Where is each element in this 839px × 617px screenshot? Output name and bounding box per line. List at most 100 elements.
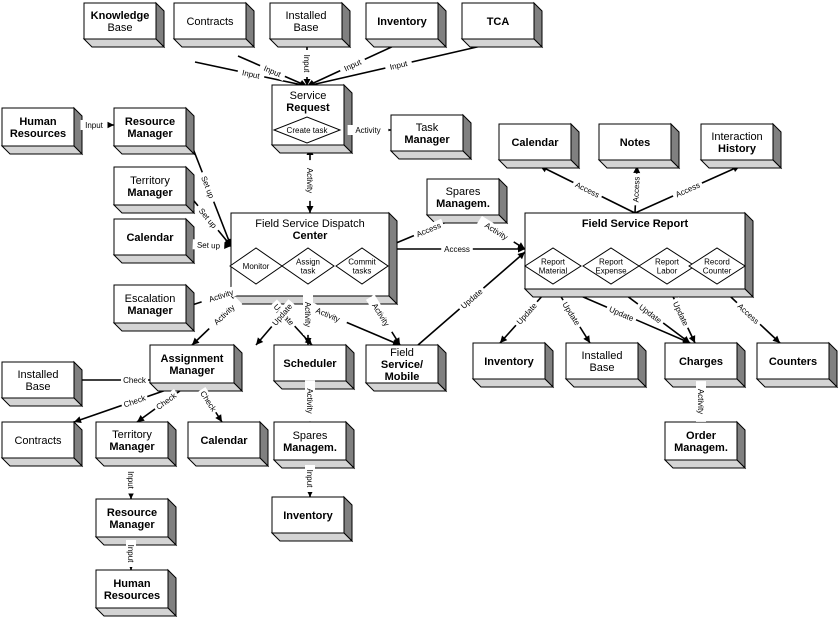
- box-face: [365, 2, 439, 40]
- box-label: Manager: [127, 187, 173, 199]
- connector-label: Set up: [197, 170, 219, 204]
- box-label: Field Service Dispatch: [255, 218, 364, 230]
- box-label: Manager: [404, 134, 450, 146]
- connector-label: Activity: [305, 380, 315, 422]
- box-label: History: [718, 143, 757, 155]
- box-shadow-bottom: [94, 457, 178, 467]
- box-shadow-bottom: [699, 159, 783, 169]
- arrowhead: [74, 416, 82, 424]
- box-face: [700, 123, 774, 161]
- box-label: Calendar: [200, 435, 248, 447]
- box-label: Managem.: [283, 442, 337, 454]
- box-face: [472, 342, 546, 380]
- box-label: Installed: [18, 369, 59, 381]
- subtask-label: Create task: [287, 126, 329, 135]
- box-shadow-bottom: [0, 397, 84, 407]
- box-label: Spares: [293, 430, 328, 442]
- connector-label: Update: [605, 302, 638, 325]
- connector-label: Access: [733, 299, 764, 328]
- box-contracts_top: Contracts: [172, 1, 256, 49]
- box-face: [365, 344, 439, 384]
- subtask-label: Report: [541, 258, 566, 267]
- box-label: Base: [25, 381, 50, 393]
- box-label: Territory: [130, 175, 170, 187]
- box-face: [173, 2, 247, 40]
- box-face: [187, 421, 261, 459]
- box-label: Resources: [104, 590, 160, 602]
- box-label: Base: [107, 22, 132, 34]
- box-face: [113, 107, 187, 147]
- connector-label-text: Activity: [305, 388, 314, 413]
- subtask-label: Assign: [296, 258, 320, 267]
- box-face: [273, 344, 347, 382]
- box-face: [95, 421, 169, 459]
- connector-label: Update: [634, 300, 667, 327]
- connector-label-text: Input: [126, 545, 135, 564]
- subtask-label: Report: [599, 258, 624, 267]
- box-face: [1, 361, 75, 399]
- connector-label: Input: [384, 57, 413, 73]
- box-inventory_right: Inventory: [471, 341, 555, 389]
- box-shadow-bottom: [523, 288, 755, 298]
- connector-label: Set up: [192, 239, 225, 251]
- connector-label: Update: [456, 284, 487, 313]
- box-label: Managem.: [674, 442, 728, 454]
- connector-label-text: Access: [631, 176, 641, 202]
- box-label: Escalation: [125, 293, 176, 305]
- box-label: Center: [293, 230, 329, 242]
- box-shadow-bottom: [148, 382, 244, 392]
- box-face: [83, 2, 157, 40]
- box-label: Calendar: [126, 232, 174, 244]
- box-shadow-bottom: [94, 607, 178, 617]
- connector-label-text: Access: [444, 245, 470, 254]
- box-calendar_right: Calendar: [497, 122, 581, 170]
- connector-label-text: Activity: [483, 221, 509, 242]
- box-shadow-bottom: [364, 382, 448, 392]
- connector-label: Activity: [696, 381, 706, 422]
- arrowhead: [223, 242, 231, 250]
- arrowhead: [303, 79, 311, 86]
- box-label: Manager: [169, 365, 215, 377]
- arrowhead: [518, 245, 525, 253]
- subtask-label: Monitor: [243, 262, 270, 271]
- box-label: Field: [390, 347, 414, 359]
- connector-label-text: Access: [674, 181, 701, 200]
- connector-label-text: Check: [122, 393, 147, 409]
- box-label: Inventory: [377, 16, 427, 28]
- box-face: [664, 421, 738, 461]
- connector-label-text: Input: [126, 471, 135, 490]
- subtask-label: Labor: [657, 267, 678, 276]
- subtask-label: tasks: [353, 267, 372, 276]
- arrowhead: [223, 238, 231, 246]
- box-face: [664, 342, 738, 380]
- box-calendar_left: Calendar: [112, 217, 196, 265]
- box-shadow-bottom: [112, 254, 196, 264]
- connector-label: Input: [80, 120, 108, 130]
- box-label: Notes: [620, 137, 651, 149]
- box-face: [1, 107, 75, 147]
- box-shadow-bottom: [270, 532, 354, 542]
- box-label: Service: [290, 90, 327, 102]
- box-shadow-bottom: [186, 457, 270, 467]
- connector-label: Input: [126, 540, 136, 567]
- connector-label-text: Input: [85, 121, 104, 130]
- subtask-label: Material: [539, 267, 568, 276]
- box-face: [390, 114, 464, 152]
- connector-label: Activity: [303, 294, 313, 335]
- subtask-diamond: [688, 247, 746, 285]
- arrowhead: [517, 252, 525, 260]
- box-label: Knowledge: [91, 10, 150, 22]
- subtask-label: Report: [655, 258, 680, 267]
- box-scheduler: Scheduler: [272, 343, 356, 391]
- arrowhead: [393, 337, 400, 345]
- connector-label-text: Access: [415, 221, 442, 239]
